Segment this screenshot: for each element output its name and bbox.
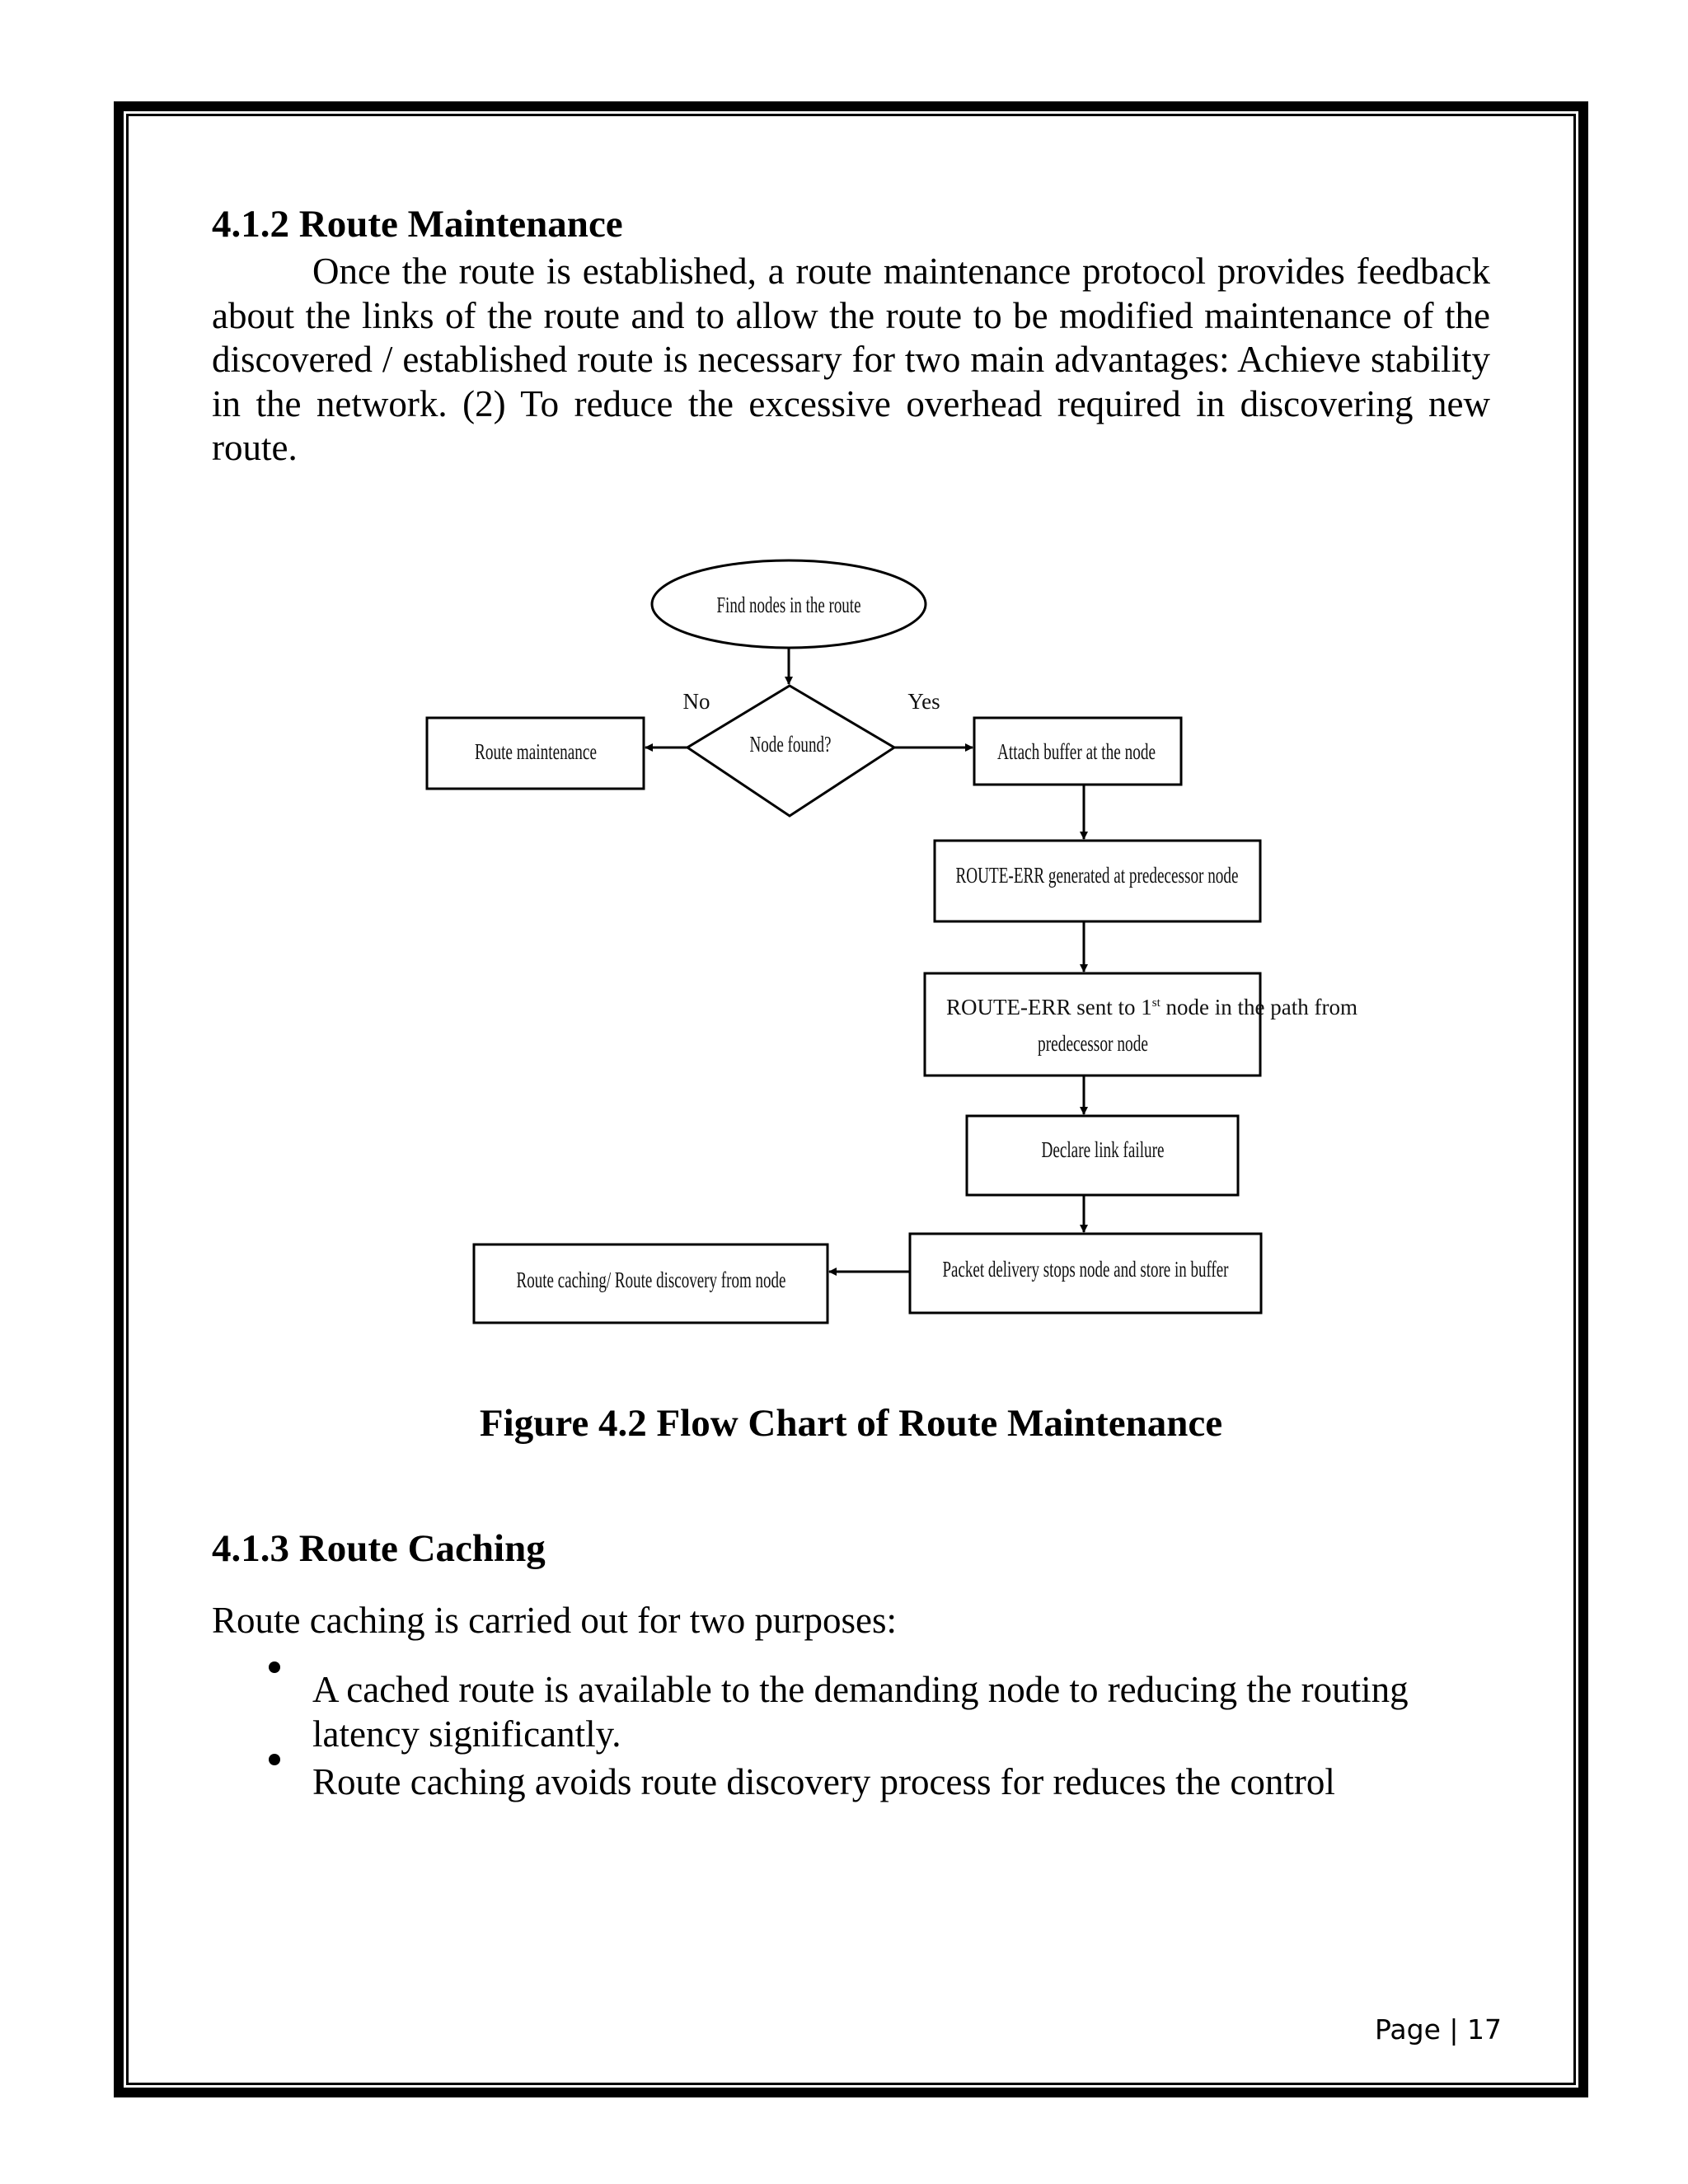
bullet-item-2: Route caching avoids route discovery pro… <box>312 1761 1335 1802</box>
bullet-icon <box>269 1754 280 1765</box>
declare-link-failure-box <box>965 1114 1240 1197</box>
route-err-sent-part1: ROUTE-ERR sent to 1 <box>946 995 1152 1019</box>
route-maintenance-flowchart: Find nodes in the route Node found? No Y… <box>425 559 1357 1324</box>
decision-diamond <box>685 684 897 818</box>
route-maintenance-paragraph-text: Once the route is established, a route m… <box>212 251 1490 468</box>
start-node-ellipse <box>650 559 927 649</box>
route-maintenance-label: Route maintenance <box>475 739 597 764</box>
declare-link-failure-label: Declare link failure <box>1042 1137 1165 1162</box>
start-node-label: Find nodes in the route <box>717 593 861 617</box>
route-err-sent-superscript: st <box>1152 996 1161 1010</box>
route-maintenance-box <box>425 716 645 790</box>
route-err-sent-part2: node in the path from <box>1160 995 1357 1019</box>
decision-label: Node found? <box>750 732 832 757</box>
bullet-icon <box>269 1661 280 1673</box>
packet-delivery-label: Packet delivery stops node and store in … <box>943 1257 1229 1282</box>
route-caching-label: Route caching/ Route discovery from node <box>517 1268 786 1292</box>
route-maintenance-paragraph: Once the route is established, a route m… <box>212 250 1490 471</box>
route-err-sent-box <box>923 972 1262 1077</box>
section-heading-4-1-2: 4.1.2 Route Maintenance <box>212 203 623 246</box>
route-err-generated-label: ROUTE-ERR generated at predecessor node <box>956 863 1239 888</box>
no-label: No <box>683 689 710 714</box>
route-err-sent-label-line1: ROUTE-ERR sent to 1st node in the path f… <box>946 995 1357 1019</box>
section-heading-4-1-3: 4.1.3 Route Caching <box>212 1527 546 1570</box>
page-border-inner <box>126 114 1576 2085</box>
page-number: Page | 17 <box>1375 2013 1502 2046</box>
route-err-generated-box <box>933 839 1262 923</box>
figure-caption: Figure 4.2 Flow Chart of Route Maintenan… <box>479 1402 1223 1445</box>
attach-buffer-box <box>973 716 1183 786</box>
attach-buffer-label: Attach buffer at the node <box>997 739 1156 764</box>
yes-label: Yes <box>907 689 940 714</box>
page-border <box>114 101 1588 2097</box>
route-caching-intro: Route caching is carried out for two pur… <box>212 1600 898 1641</box>
route-err-sent-label-line2: predecessor node <box>1038 1031 1148 1056</box>
bullet-item-1: A cached route is available to the deman… <box>312 1669 1409 1755</box>
route-caching-box <box>472 1243 829 1324</box>
packet-delivery-stops-box <box>908 1232 1263 1315</box>
